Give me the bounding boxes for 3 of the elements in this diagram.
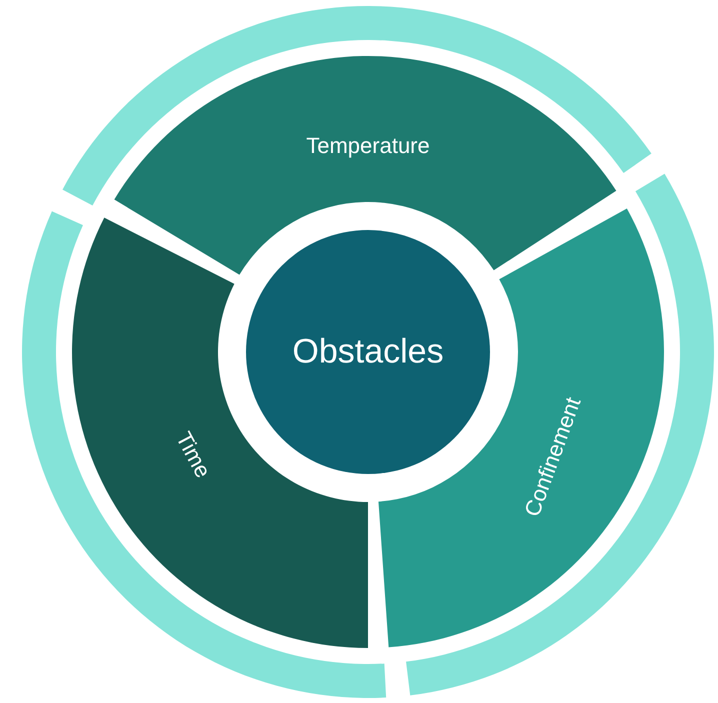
- circle-label: Obstacles: [292, 333, 444, 371]
- segment-label: Temperature: [306, 134, 430, 158]
- segment-label: Time: [171, 428, 215, 482]
